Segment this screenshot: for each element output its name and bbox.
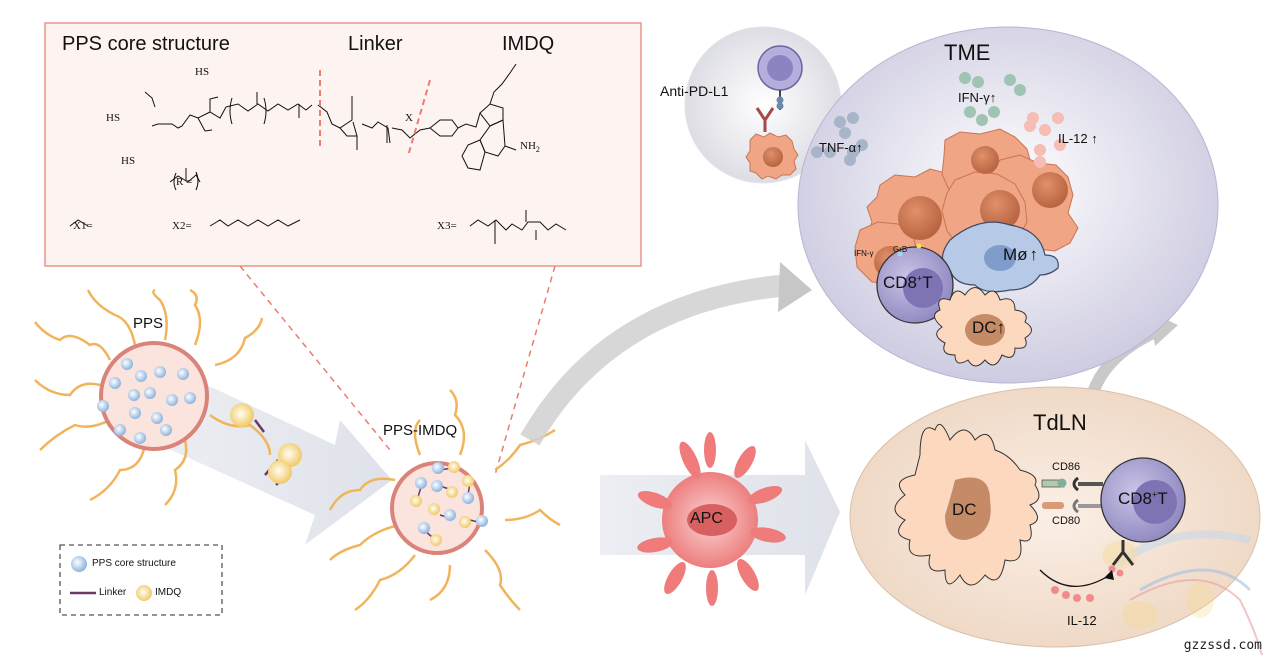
il12-receptor [1111,540,1135,566]
linker-header: Linker [348,33,403,55]
ifn-gamma-cluster [959,72,1026,126]
cd86-label: CD86 [1052,461,1081,473]
dc-tdln-nucleus [945,477,991,540]
chem-hs-top: HS [195,66,210,78]
apc-label: APC [690,510,723,527]
cd8-t-cell-tdln-nucleus [1133,480,1177,524]
il12-molecules [1051,586,1094,602]
pps-label: PPS [133,315,164,332]
macrophage-text: Mø [1003,245,1028,264]
cd8-sup: + [917,273,923,284]
anti-pd-l1-label: Anti-PD-L1 [660,83,729,99]
cd8-t-cell-tme-nucleus [903,268,943,308]
cd8-tme-label: CD8+T [883,273,933,293]
ctla4-receptor [1072,498,1079,514]
tme-title: TME [944,40,991,65]
up-arrow-icon: ↑ [856,140,863,155]
pps-imdq-spheres [410,461,488,546]
cd8-tdln-label: CD8+T [1118,489,1168,509]
legend-linker-label: Linker [99,587,127,598]
dc-tdln-label: DC [952,500,977,519]
nh2-text: NH [520,140,536,152]
pps-core-skeleton [69,63,567,244]
curved-arrow-head [778,262,812,312]
macrophage-nucleus [984,245,1016,271]
core-structure-header: PPS core structure [62,33,230,55]
cd8-ifn-label: IFN-γ [854,249,874,258]
imdq-header: IMDQ [502,33,555,55]
ifn-granule [897,251,903,257]
chem-hs-left: HS [106,112,121,124]
free-imdq-linker [230,403,302,486]
tumor-cell-small-nucleus [763,147,783,167]
antibody-icon [755,107,775,132]
chem-x: X [405,112,413,124]
up-arrow-icon: ↑ [1029,245,1039,264]
cd8-suffix: T [922,273,933,292]
pps-tails [34,288,272,506]
dc-tme-nucleus [965,314,1005,346]
dc-tme-label: DC↑ [972,318,1005,338]
pps-core-spheres [97,358,196,444]
zoom-line-right [494,265,556,476]
structure-panel [44,22,642,267]
dc-text: DC [972,318,997,337]
legend-box [59,544,223,616]
up-arrow-icon: ↑ [989,90,997,105]
cd28-receptor [1072,476,1079,492]
chem-hs-bottom: HS [121,155,136,167]
lymph-vessels [1102,530,1263,656]
curved-arrow-to-tme [520,274,791,446]
cd80-receptor [1042,502,1064,509]
ifn-gamma-label: IFN-γ↑ [958,90,996,105]
macrophage-label: Mø↑ [1003,245,1038,265]
cd86-ligand [1057,478,1067,488]
linker-separator-right [407,79,431,157]
tnf-alpha-label: TNF-α↑ [819,140,863,155]
conjugation-arrow [160,370,392,545]
chem-r-definition: R = [176,176,193,188]
cd8-sup: + [1152,489,1158,500]
cd8-grb-label: GrB [893,245,908,254]
legend-imdq-icon [136,585,152,601]
il12-cluster [1024,112,1066,168]
apc-cell [637,432,786,606]
chem-nh2: NH2 [520,140,540,154]
il12-secretion-arrowhead [1104,570,1114,580]
x1-label: X1= [73,220,93,232]
cd80-label: CD80 [1052,515,1081,527]
cd8-text: CD8 [883,273,918,292]
tdln-title: TdLN [1033,410,1087,435]
ifn-gamma-text: IFN-γ [958,90,990,105]
il12-text: IL-12 [1058,131,1088,146]
legend-core-icon [71,556,87,572]
up-arrow-icon: ↑ [996,318,1006,337]
tnf-alpha-cluster [811,112,868,166]
il12-bound [1108,565,1116,573]
il12-secretion-arrow [1039,569,1111,587]
x3-label: X3= [437,220,457,232]
watermark: gzzssd.com [1183,638,1262,653]
legend-core-label: PPS core structure [92,558,176,569]
up-arrow-icon: ↑ [1091,131,1098,146]
pd1-bead [776,96,784,104]
tnf-alpha-text: TNF-α [819,140,857,155]
pps-imdq-tails [328,389,561,612]
il12-tme-label: IL-12 ↑ [1058,131,1098,146]
pps-imdq-label: PPS-IMDQ [383,422,458,439]
cd8-text: CD8 [1118,489,1153,508]
x2-label: X2= [172,220,192,232]
t-cell-small-nucleus [767,55,793,81]
nh2-sub: 2 [535,145,540,155]
il12-tdln-label: IL-12 [1067,613,1097,628]
grb-granule [916,243,922,249]
legend-imdq-label: IMDQ [155,587,182,598]
pd1-bead [776,102,784,110]
il12-bound [1116,569,1124,577]
cd8-suffix: T [1157,489,1168,508]
